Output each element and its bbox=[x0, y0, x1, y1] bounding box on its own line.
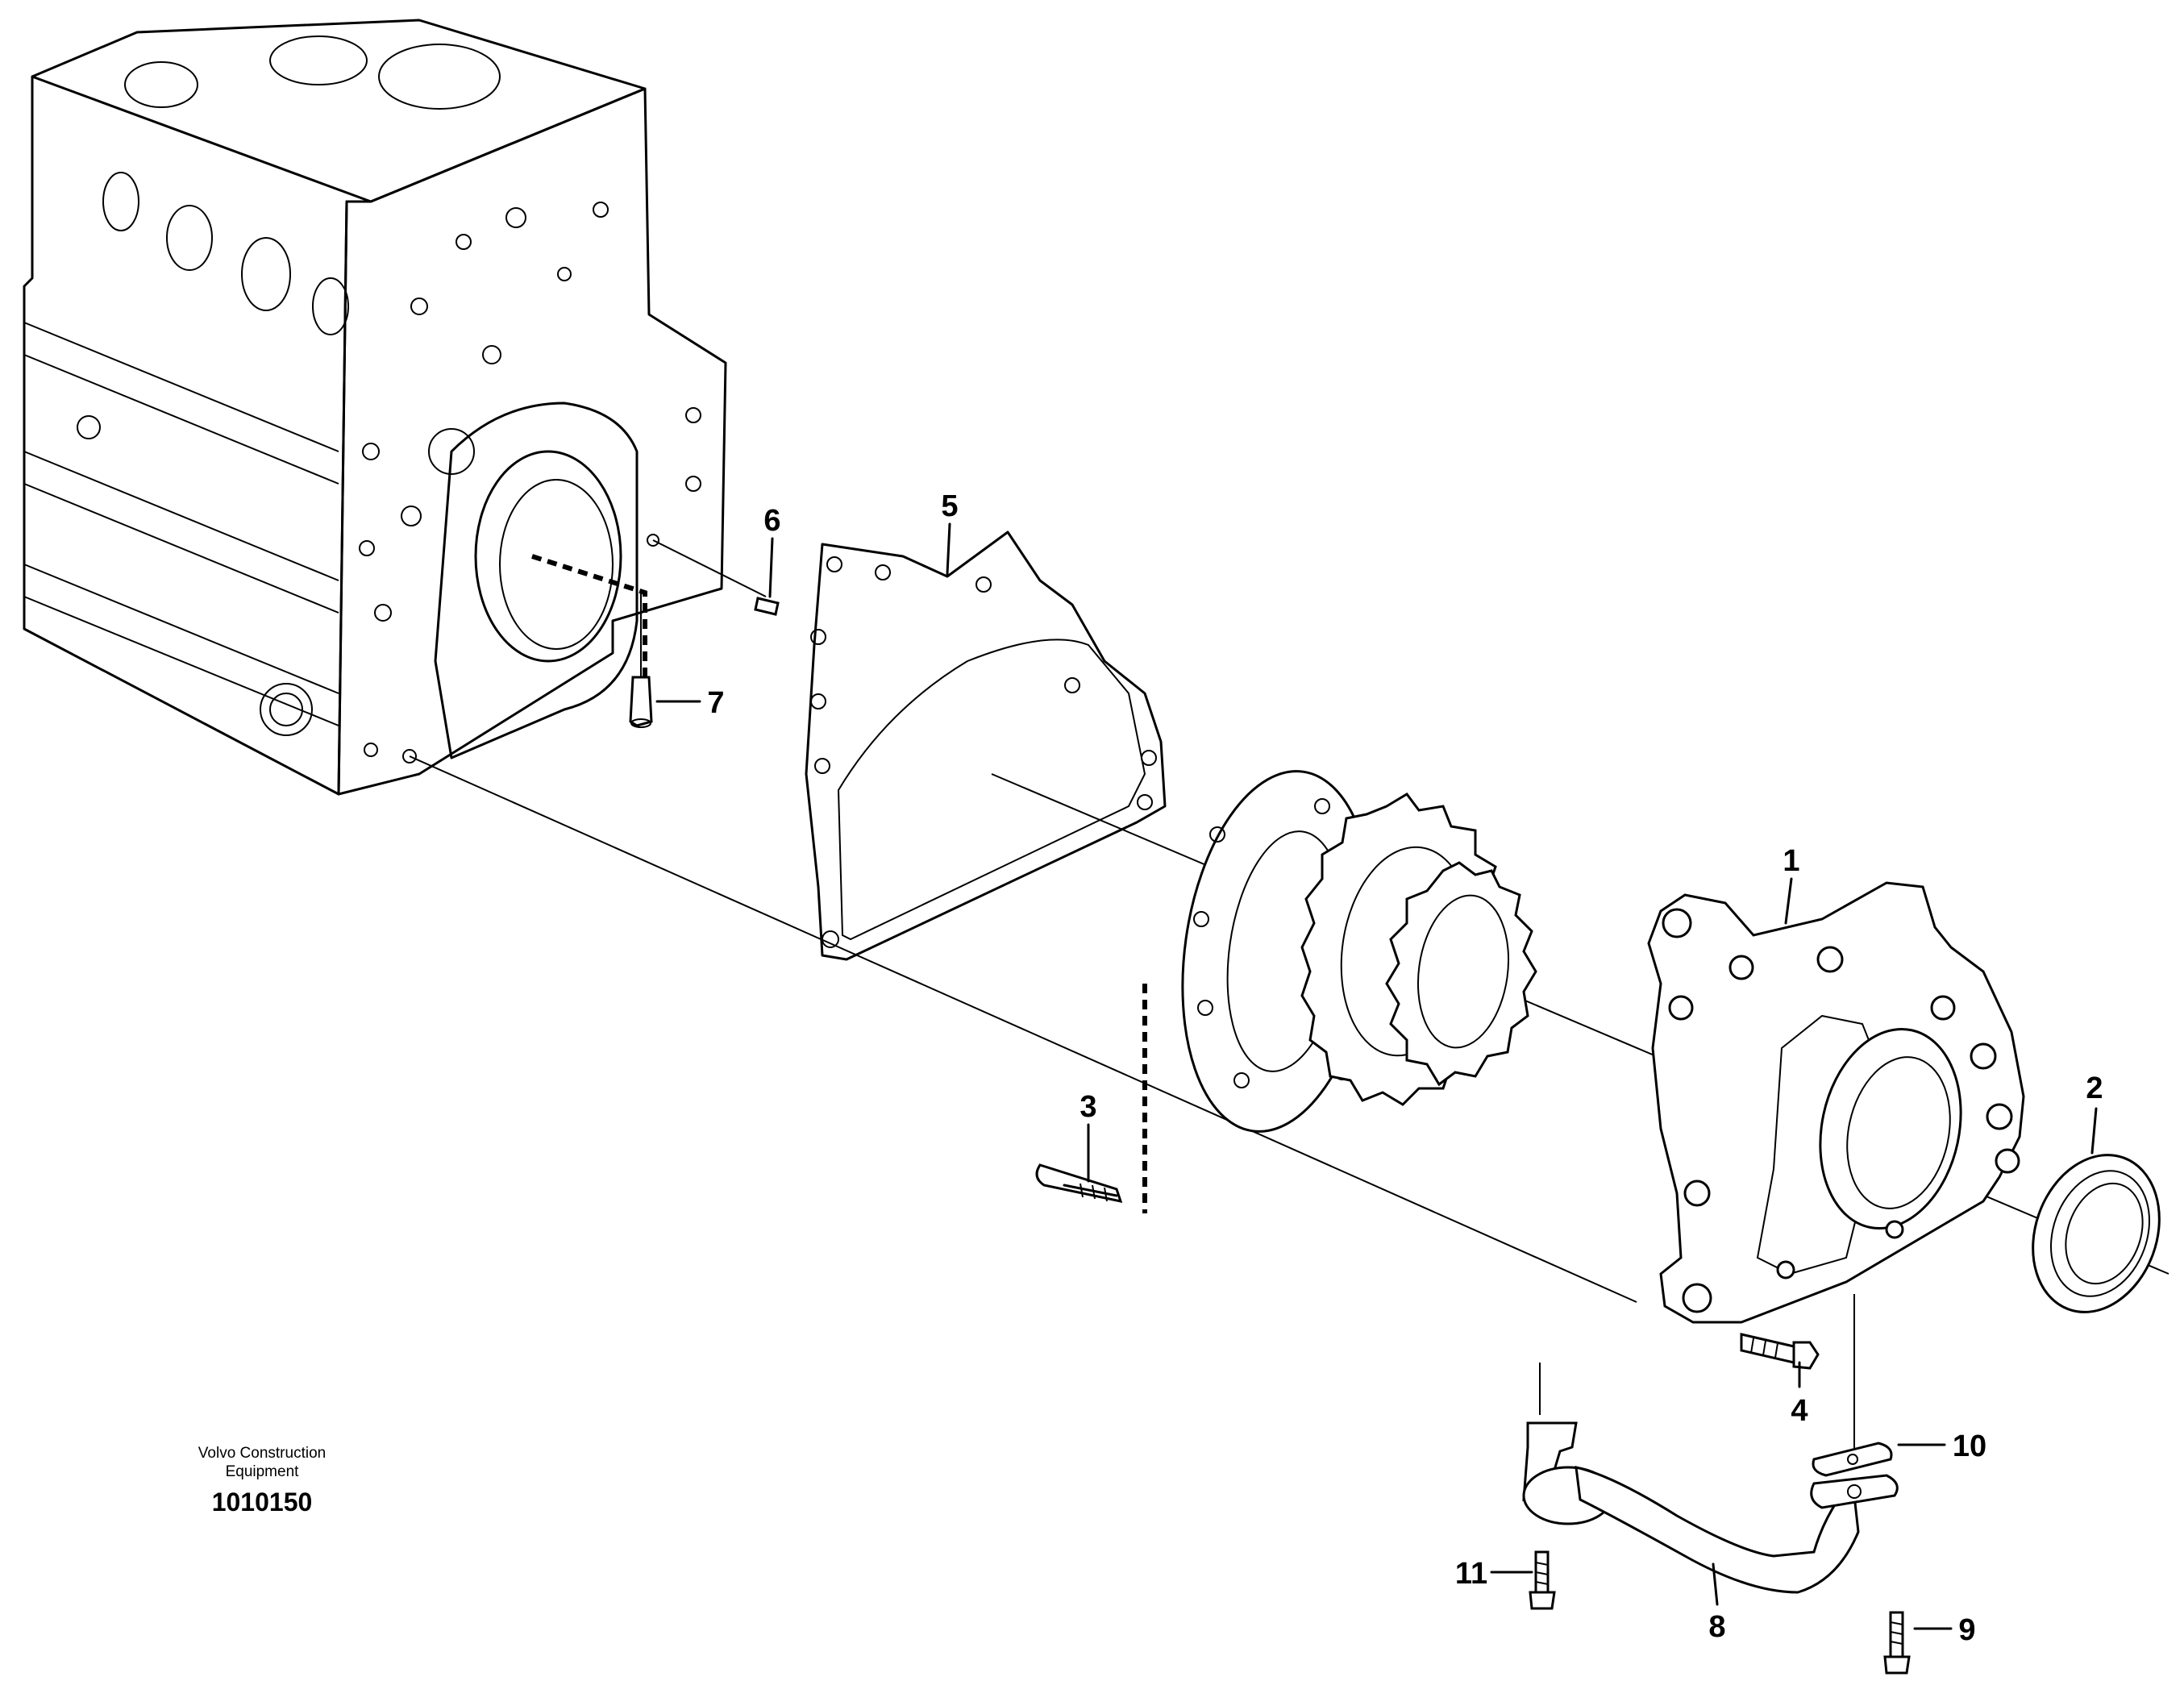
callout-9: 9 bbox=[1958, 1613, 1975, 1647]
dowel-location-dash bbox=[531, 554, 647, 693]
timing-cover bbox=[1647, 881, 2025, 1324]
oil-suction-pipe bbox=[1522, 1421, 1899, 1594]
dowel-pin bbox=[754, 597, 780, 616]
bracket-bolt bbox=[1529, 1550, 1556, 1610]
vertical-bolt bbox=[629, 676, 653, 728]
pipe-gasket bbox=[1812, 1442, 1893, 1477]
publisher-line-1: Volvo Construction bbox=[198, 1445, 327, 1462]
illustration-number: 1010150 bbox=[211, 1488, 313, 1517]
callout-6: 6 bbox=[763, 504, 780, 538]
seal-ring bbox=[2032, 1154, 2161, 1313]
callout-4: 4 bbox=[1791, 1394, 1808, 1428]
callout-8: 8 bbox=[1708, 1610, 1725, 1644]
pipe-bolt bbox=[1883, 1611, 1911, 1675]
callout-1: 1 bbox=[1783, 844, 1799, 878]
gear-hub bbox=[1300, 793, 1537, 1106]
callout-7: 7 bbox=[707, 686, 724, 720]
callout-10: 10 bbox=[1953, 1429, 1986, 1463]
callout-2: 2 bbox=[2086, 1071, 2103, 1105]
publisher-line-2: Equipment bbox=[225, 1463, 299, 1480]
flange-bolt bbox=[1740, 1333, 1820, 1370]
screw bbox=[1035, 1163, 1123, 1204]
callout-leaders bbox=[655, 522, 2098, 1630]
gasket bbox=[805, 531, 1167, 961]
callout-5: 5 bbox=[941, 489, 958, 523]
engine-block bbox=[23, 19, 727, 796]
callout-3: 3 bbox=[1080, 1090, 1096, 1124]
callout-11: 11 bbox=[1455, 1557, 1487, 1591]
